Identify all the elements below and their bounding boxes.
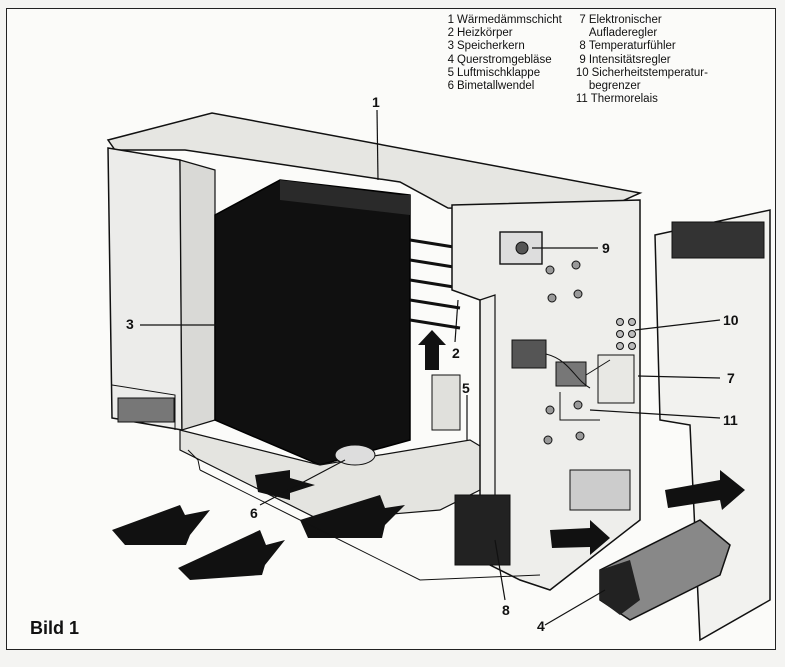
intensity-knob — [515, 241, 529, 255]
airflow-arrows — [112, 470, 745, 580]
front-vent-grille — [671, 221, 765, 259]
control-panel-edge — [479, 294, 496, 560]
electronic-board — [597, 354, 635, 404]
panel-holes — [543, 260, 585, 445]
air-mixing-flap — [431, 374, 461, 431]
fan-housing-face — [600, 560, 640, 615]
callout-1: 1 — [372, 94, 380, 110]
callout-4: 4 — [537, 618, 545, 634]
storage-core — [214, 179, 411, 466]
left-housing-detail — [111, 384, 176, 430]
legend-item-continuation: Aufladeregler — [588, 27, 658, 40]
left-housing-inner — [179, 159, 216, 431]
figure-caption: Bild 1 — [30, 618, 80, 638]
safety-thermostat — [616, 318, 636, 350]
legend-item-continuation: begrenzer — [588, 80, 641, 93]
thermo-relay — [511, 339, 547, 369]
leader-lines — [140, 109, 721, 626]
callout-7: 7 — [727, 370, 735, 386]
callout-9: 9 — [602, 240, 610, 256]
temperature-sensor — [454, 494, 511, 566]
left-vent-grille — [117, 397, 175, 423]
callout-3: 3 — [126, 316, 134, 332]
floor-lines — [187, 449, 541, 581]
storage-core-top — [280, 180, 410, 215]
callout-8: 8 — [502, 602, 510, 618]
callout-2: 2 — [452, 345, 460, 361]
charge-controller — [555, 361, 587, 387]
callout-6: 6 — [250, 505, 258, 521]
airflow-up-arrow — [418, 330, 446, 370]
terminal-block — [569, 469, 631, 511]
callout-5: 5 — [462, 380, 470, 396]
left-housing-panel — [107, 147, 183, 431]
callout-10: 10 — [723, 312, 739, 328]
front-panel — [654, 209, 771, 642]
heater-top-cover — [106, 112, 643, 213]
callout-11: 11 — [723, 412, 738, 428]
